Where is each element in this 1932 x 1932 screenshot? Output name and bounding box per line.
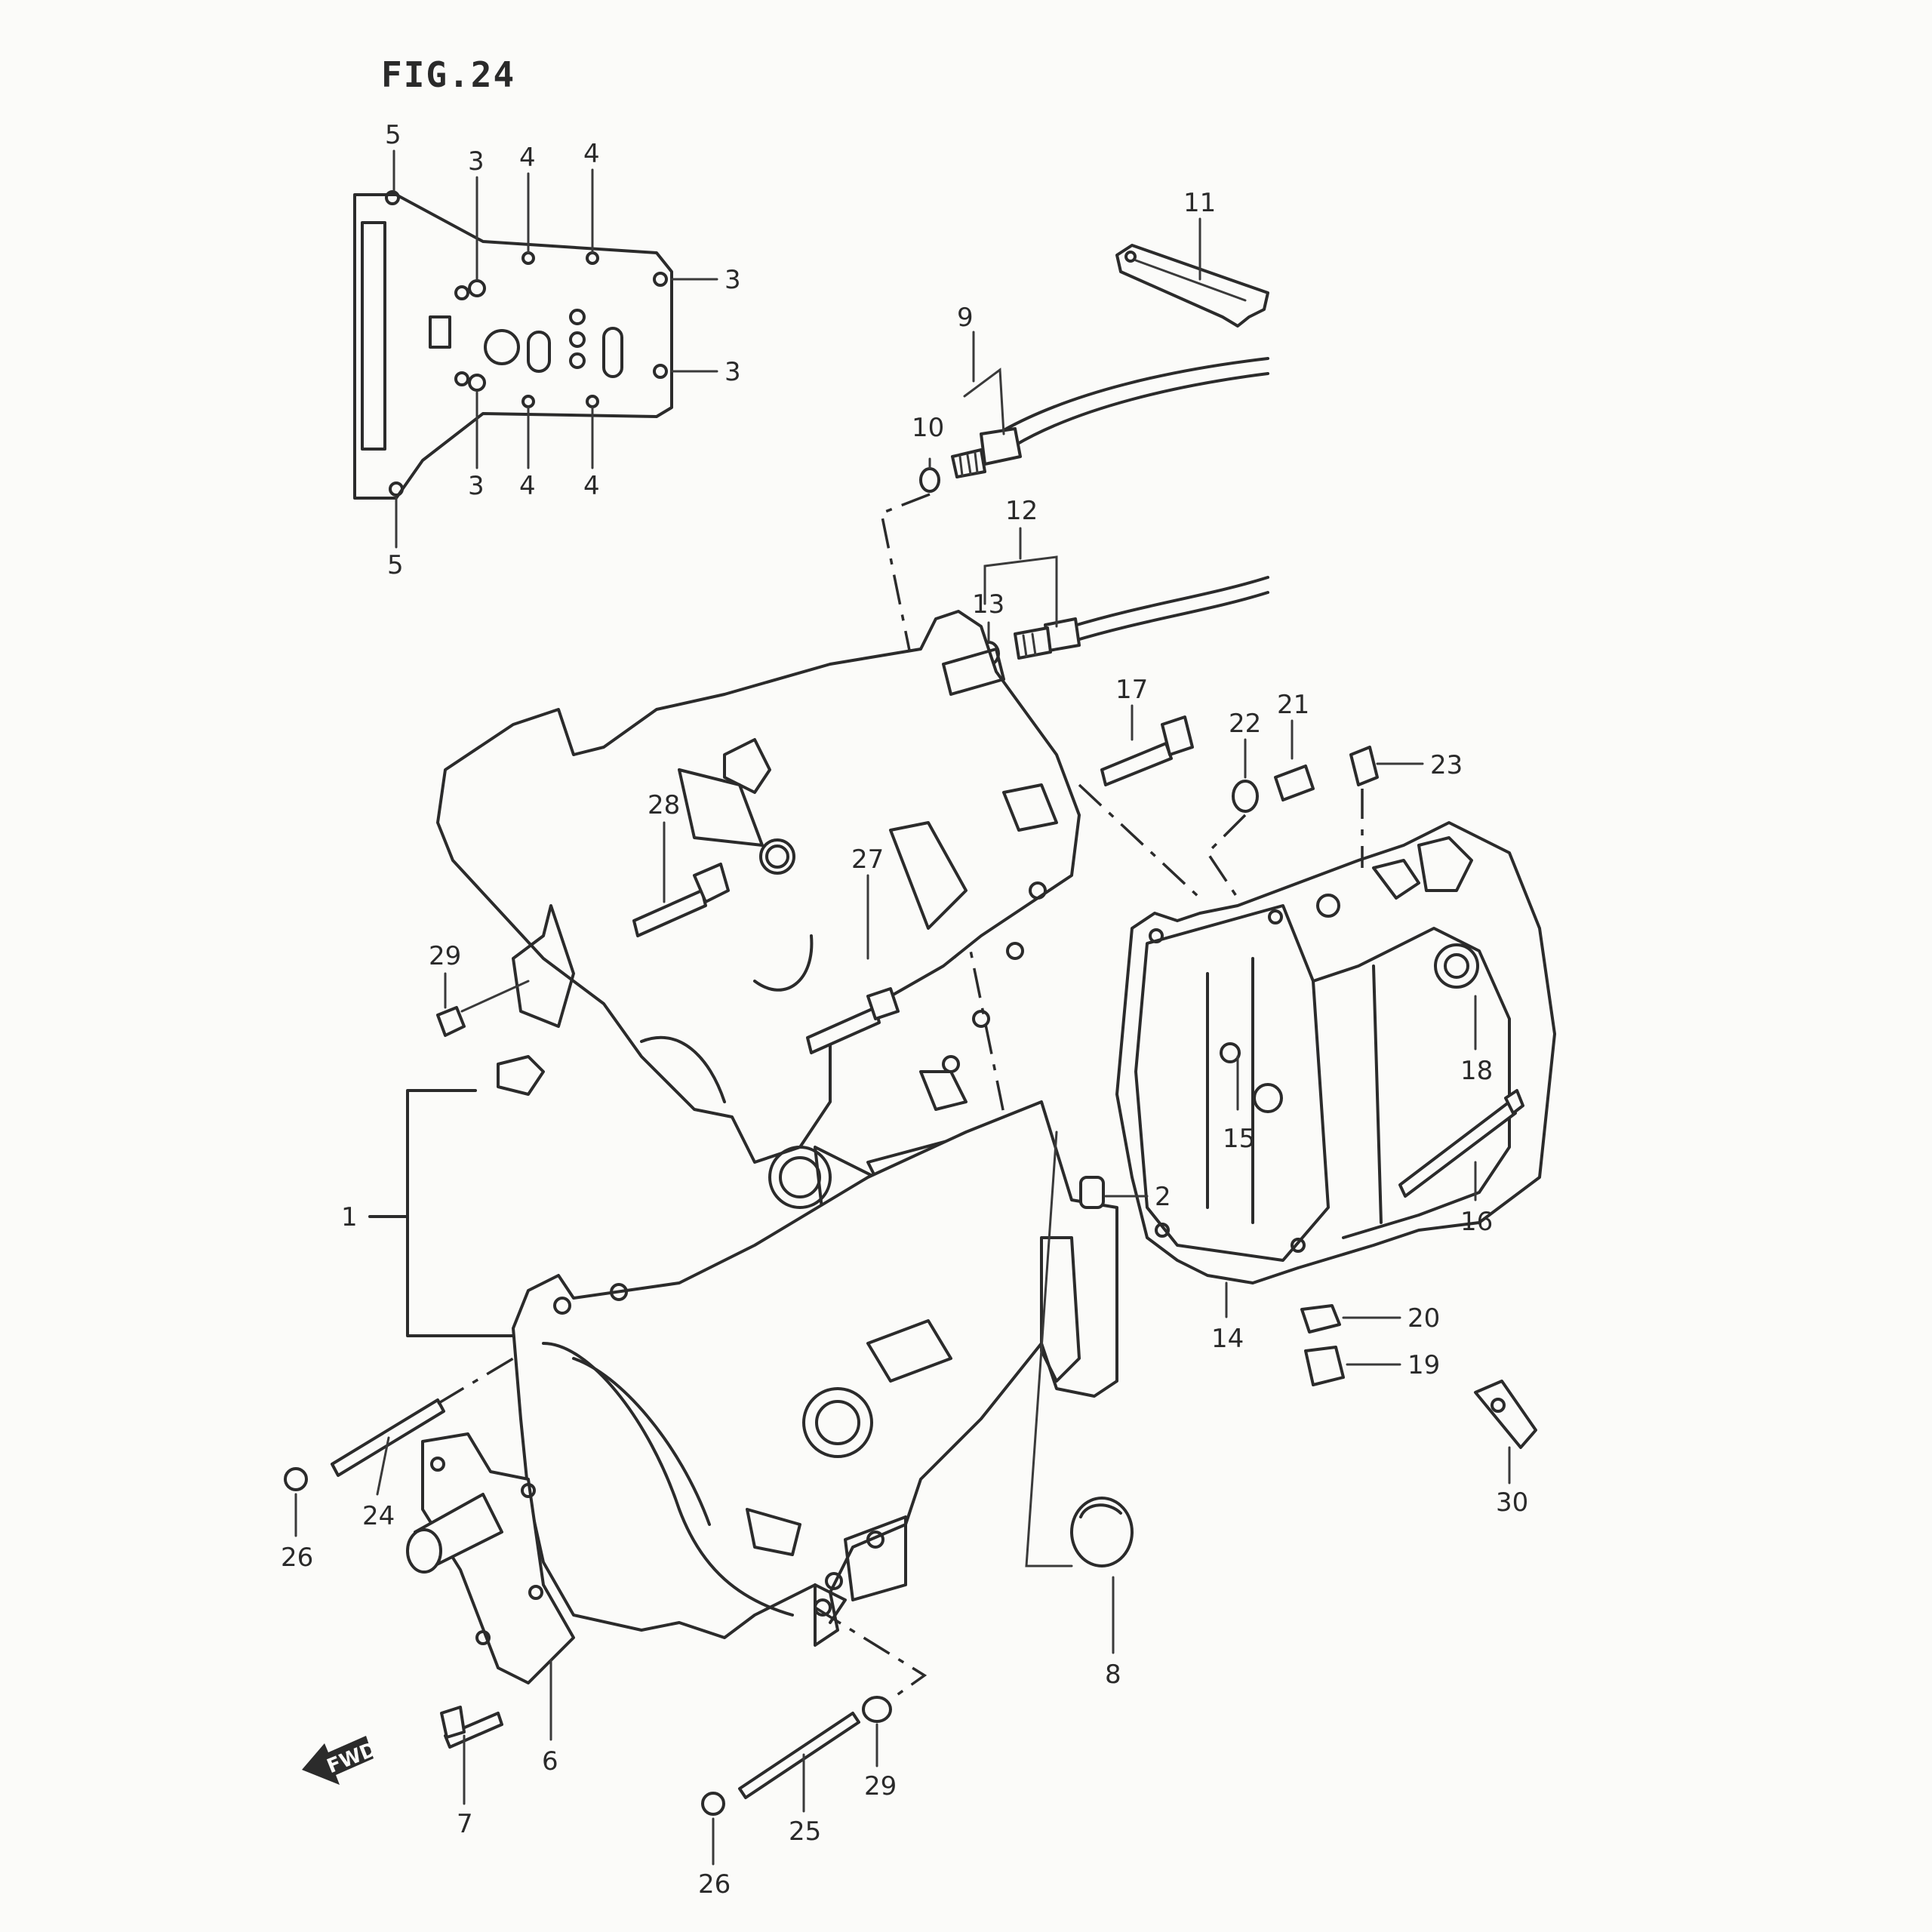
part-29-pin-lower — [862, 1696, 892, 1723]
callout-24: 24 — [362, 1501, 395, 1531]
callout-15: 15 — [1223, 1124, 1255, 1154]
callout-20: 20 — [1407, 1303, 1440, 1334]
callout-18: 18 — [1460, 1056, 1493, 1086]
figure-title: FIG.24 — [381, 54, 515, 95]
callout-29-upper: 29 — [429, 941, 461, 971]
callout-3-right-b: 3 — [724, 357, 741, 387]
part-7-bolt — [440, 1706, 503, 1805]
lower-case-half — [512, 1100, 1118, 1647]
callout-7: 7 — [457, 1809, 473, 1839]
part-29-pin — [436, 1006, 466, 1037]
callout-10: 10 — [912, 413, 944, 443]
callout-26-bottom: 26 — [698, 1869, 731, 1900]
callout-29-lower: 29 — [864, 1771, 897, 1801]
part-9-sender — [919, 331, 1269, 493]
part-19-plug — [1304, 1346, 1401, 1386]
part-12-sender — [977, 527, 1269, 666]
callout-8: 8 — [1105, 1660, 1121, 1690]
callout-11: 11 — [1183, 188, 1216, 218]
callout-27: 27 — [851, 844, 884, 875]
part-27-bolt — [806, 874, 900, 1054]
callout-21: 21 — [1277, 690, 1309, 720]
part-21-bolt — [1274, 764, 1315, 801]
callout-9: 9 — [957, 303, 974, 333]
part-6-cover — [406, 1432, 575, 1741]
callout-30: 30 — [1496, 1487, 1528, 1518]
callout-12: 12 — [1005, 496, 1038, 526]
part-20-nut — [1300, 1304, 1401, 1334]
part-22-washer — [1232, 780, 1259, 813]
gasket-detail — [353, 149, 718, 549]
callout-4-bottom-a: 4 — [519, 471, 536, 501]
fwd-arrow-icon: FWD — [302, 1736, 380, 1785]
part-28-bolt — [632, 821, 730, 937]
callout-22: 22 — [1229, 709, 1261, 739]
callout-3-top-left: 3 — [468, 146, 485, 177]
callout-26-left: 26 — [281, 1543, 313, 1573]
callout-5-bottom: 5 — [387, 550, 404, 580]
part-30-gasket — [1474, 1380, 1537, 1484]
part-23-vent — [1349, 746, 1379, 786]
callout-6: 6 — [542, 1746, 558, 1777]
part-17-bolt — [1078, 704, 1201, 900]
callout-16: 16 — [1460, 1207, 1493, 1237]
part-26-nut-a — [284, 1467, 308, 1491]
part-1-bracket — [406, 1089, 515, 1337]
callout-5-top: 5 — [385, 120, 401, 150]
callout-14: 14 — [1211, 1324, 1244, 1354]
callout-28: 28 — [648, 790, 680, 820]
part-26-nut-b — [701, 1792, 725, 1816]
callout-2: 2 — [1155, 1182, 1171, 1212]
part-8-plug — [1070, 1497, 1134, 1654]
callout-4-top-a: 4 — [519, 143, 536, 173]
callout-25: 25 — [789, 1817, 821, 1847]
callout-23: 23 — [1430, 750, 1463, 780]
callout-1: 1 — [341, 1202, 358, 1232]
callout-4-bottom-b: 4 — [583, 471, 600, 501]
callout-3-bottom: 3 — [468, 471, 485, 501]
callout-3-right-a: 3 — [724, 265, 741, 295]
part-16-stud — [1398, 1089, 1524, 1201]
part-24-stud — [331, 1357, 514, 1496]
callout-17: 17 — [1115, 675, 1148, 705]
part-2-dowel — [1079, 1176, 1105, 1209]
callout-13: 13 — [972, 589, 1004, 620]
callout-19: 19 — [1407, 1350, 1440, 1380]
callout-4-top-b: 4 — [583, 139, 600, 169]
part-11-plate — [1115, 217, 1269, 328]
part-25-stud — [738, 1712, 860, 1813]
